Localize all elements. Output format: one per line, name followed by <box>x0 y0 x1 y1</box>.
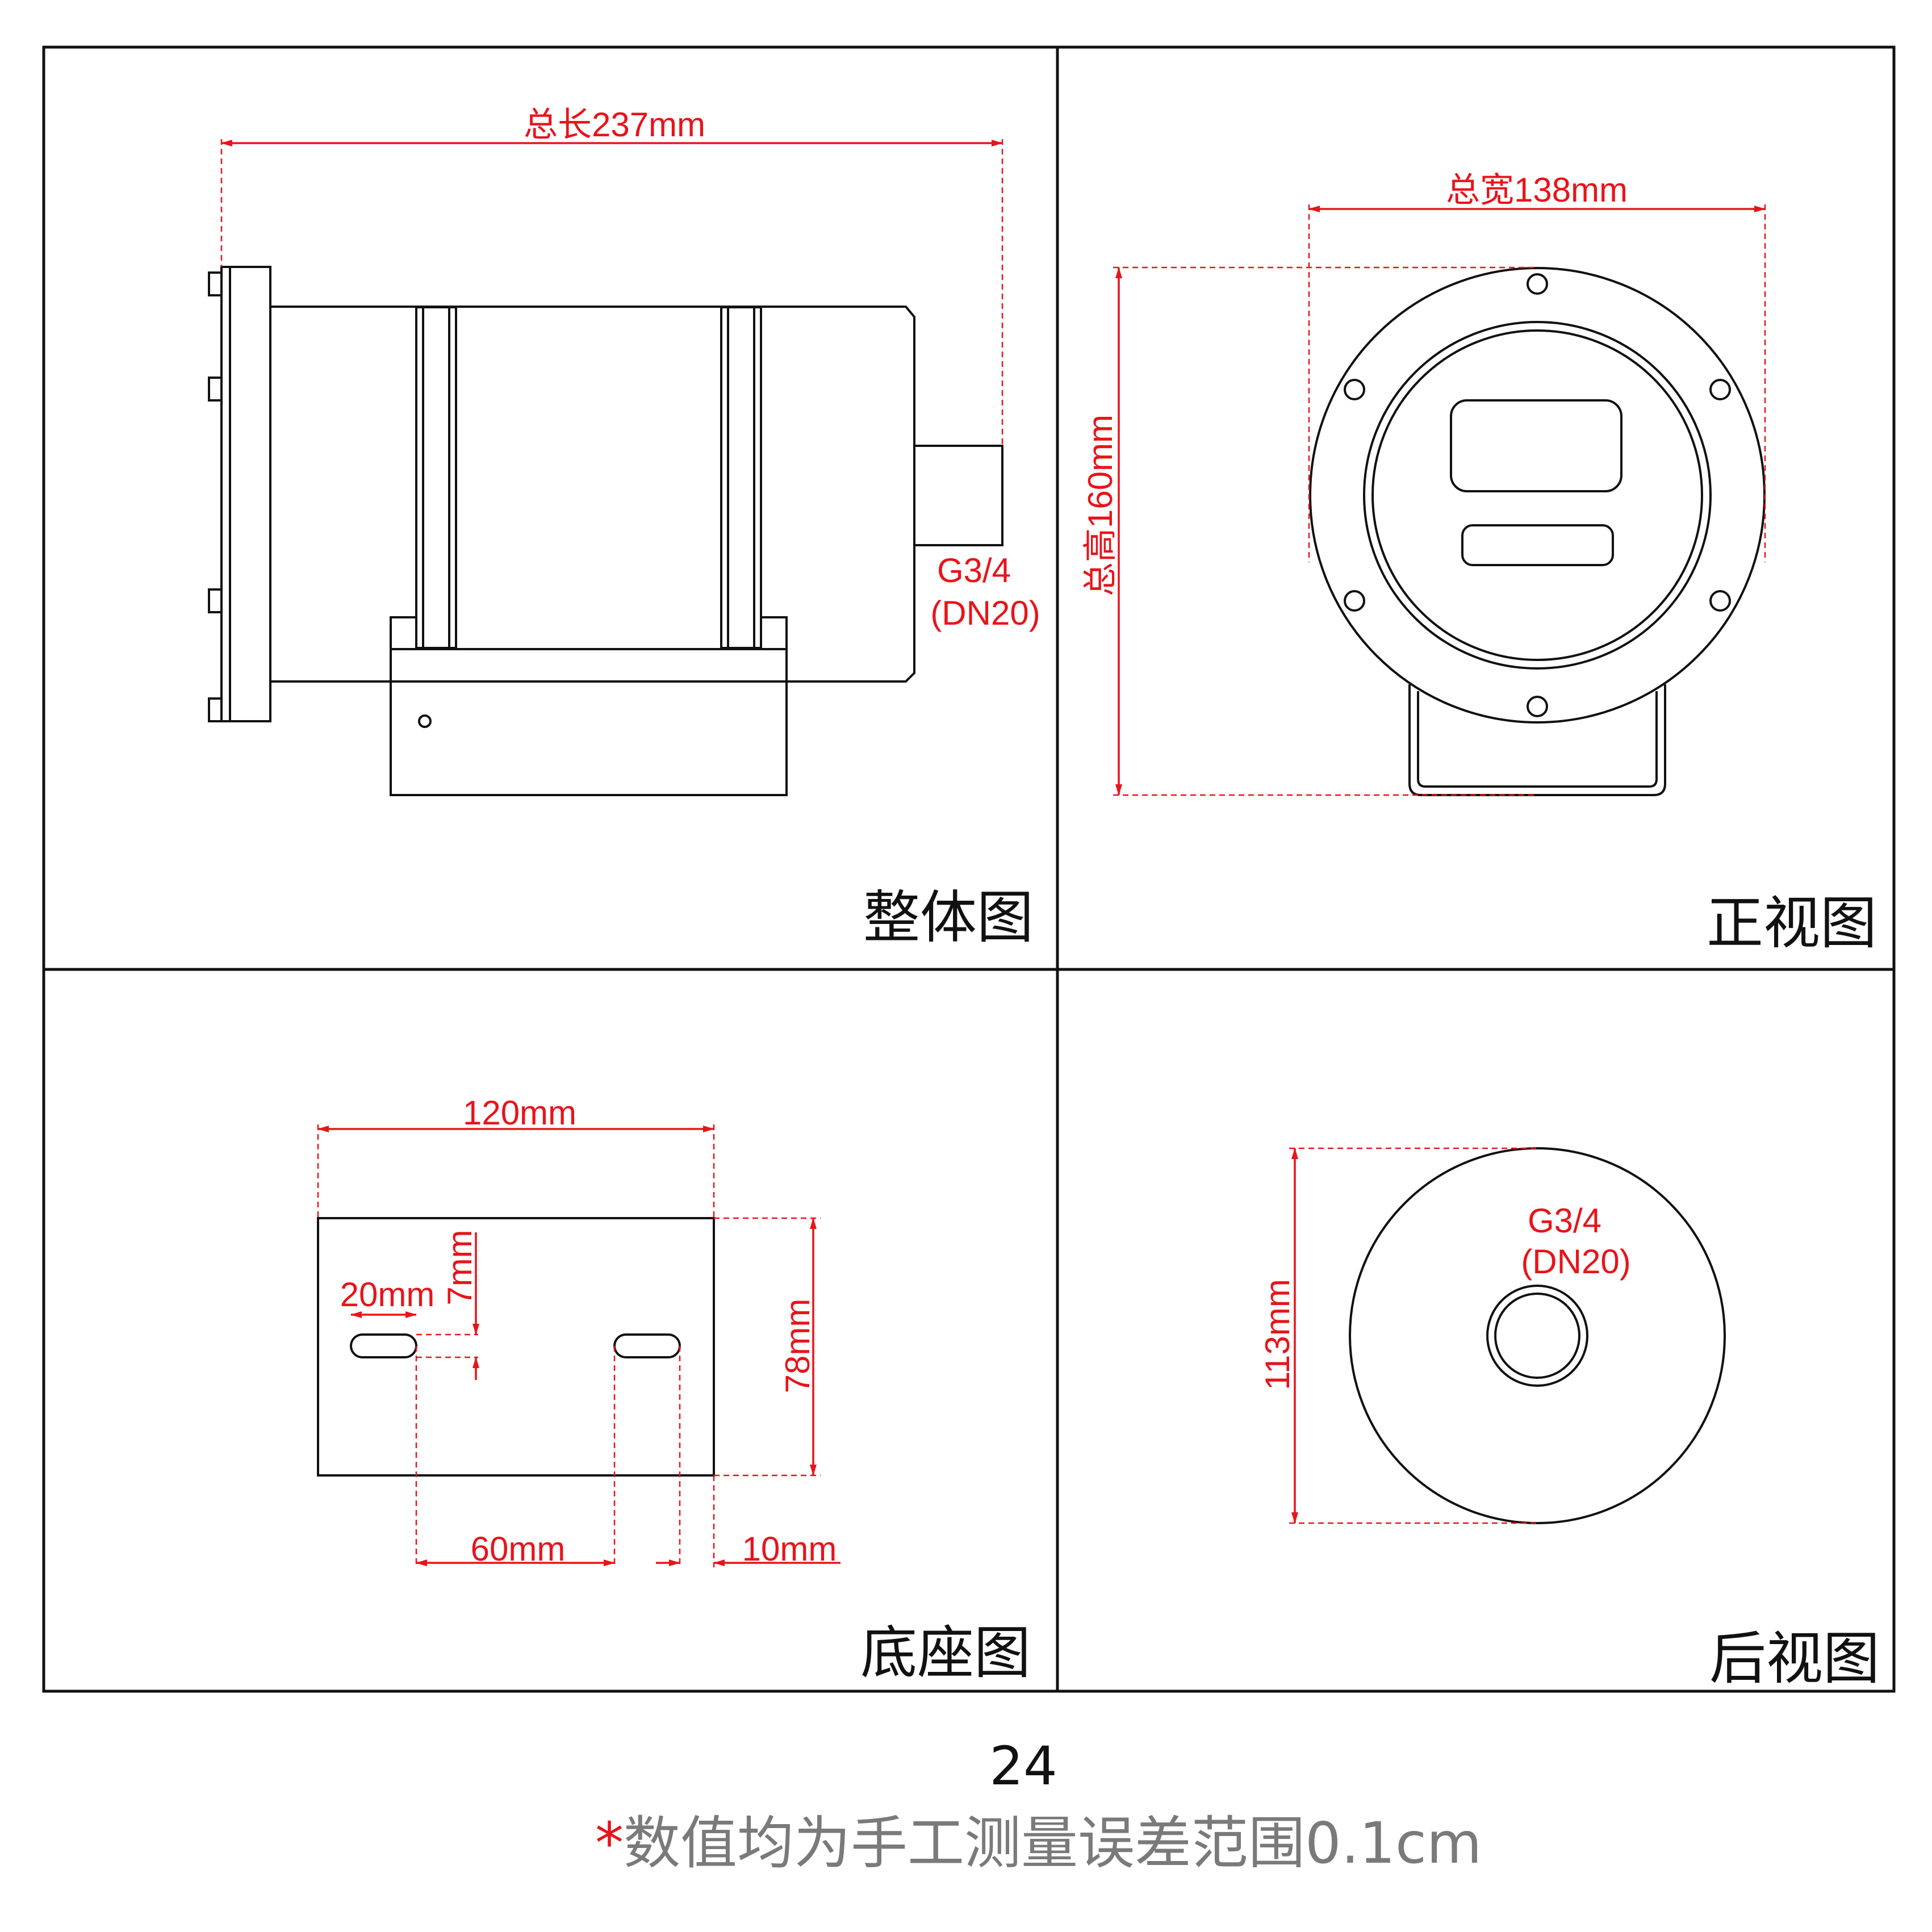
housing-body <box>270 306 915 683</box>
base-height-label: 78mm <box>779 1299 817 1394</box>
base-screw-hole <box>418 714 432 728</box>
flange-bolt <box>208 271 223 296</box>
total-height-label: 总高160mm <box>1081 415 1119 596</box>
total-length-label: 总长237mm <box>524 106 705 144</box>
overall-view-title: 整体图 <box>863 884 1034 951</box>
total-length-dimension: 总长237mm <box>220 106 1003 446</box>
base-plate <box>317 1217 715 1477</box>
flange-bolt <box>208 588 223 613</box>
front-flange <box>220 266 271 722</box>
rear-thread-size-label: G3/4 <box>1528 1202 1601 1240</box>
base-width-label: 120mm <box>463 1094 576 1132</box>
slot-length-label: 20mm <box>340 1276 435 1314</box>
rear-diameter-label: 113mm <box>1258 1279 1297 1390</box>
front-window-ring <box>1363 321 1712 670</box>
rear-nozzle-outer <box>1486 1285 1588 1387</box>
base-width-dimension: 120mm <box>317 1094 715 1218</box>
base-view-panel: 120mm 78mm 20mm 7mm 60mm <box>317 1094 1031 1686</box>
flange-bolt-hole <box>1709 379 1731 400</box>
flange-bolt <box>208 377 223 402</box>
led-window <box>1461 524 1614 566</box>
total-height-dimension: 总高160mm <box>1081 266 1537 796</box>
overall-view-panel: 总长237mm G3/4 (DN20) 整体图 <box>208 106 1040 951</box>
rear-outer-circle <box>1349 1147 1726 1524</box>
flange-bolt-hole <box>1709 590 1731 612</box>
clamp-strap <box>720 306 762 649</box>
slot-length-dimension: 20mm <box>340 1276 435 1318</box>
front-outer-ring <box>1309 267 1766 724</box>
camera-housing-side-drawing <box>208 266 1003 796</box>
mounting-base-drawing <box>317 1217 715 1477</box>
camera-housing-rear-drawing <box>1349 1147 1726 1524</box>
base-height-dimension: 78mm <box>714 1217 821 1477</box>
slot-offset-label: 7mm <box>441 1230 479 1305</box>
front-view-title: 正视图 <box>1707 890 1877 956</box>
flange-bolt-hole <box>1527 273 1548 295</box>
rear-view-panel: 113mm G3/4 (DN20) 后视图 <box>1258 1147 1880 1692</box>
slot-offset-dimension: 7mm <box>416 1230 479 1380</box>
mount-base-block <box>390 648 788 796</box>
measurement-note: *数值均为手工测量误差范围0.1cm <box>595 1810 1482 1876</box>
flange-bolt-hole <box>1344 379 1365 400</box>
camera-housing-front-drawing <box>1309 267 1766 796</box>
base-view-title: 底座图 <box>860 1620 1031 1686</box>
edge-offset-dimension: 10mm <box>656 1346 840 1568</box>
page-number: 24 <box>989 1736 1057 1797</box>
hole-spacing-dimension: 60mm <box>415 1346 616 1568</box>
total-width-label: 总宽138mm <box>1446 171 1628 209</box>
flange-bolt-hole <box>1527 696 1548 717</box>
mounting-slot-right <box>613 1333 681 1358</box>
edge-offset-label: 10mm <box>742 1530 837 1568</box>
total-width-dimension: 总宽138mm <box>1308 171 1766 562</box>
hole-spacing-label: 60mm <box>471 1530 566 1568</box>
rear-cable-nozzle <box>913 445 1003 546</box>
mounting-slot-left <box>350 1333 417 1358</box>
front-view-panel: 总宽138mm 总高160mm 正视图 <box>1081 171 1877 956</box>
lens-window <box>1450 399 1622 492</box>
rear-thread-dn-label: (DN20) <box>1521 1243 1630 1281</box>
rear-view-title: 后视图 <box>1709 1625 1880 1692</box>
thread-size-label: G3/4 <box>937 551 1011 589</box>
rear-nozzle-inner <box>1494 1293 1580 1379</box>
flange-bolt-hole <box>1344 590 1365 612</box>
panel-grid-frame <box>42 45 1896 1693</box>
note-text: 数值均为手工测量误差范围0.1cm <box>624 1810 1482 1876</box>
thread-dn-label: (DN20) <box>930 594 1040 632</box>
rear-diameter-dimension: 113mm <box>1258 1147 1537 1524</box>
flange-bolt <box>208 697 223 722</box>
note-asterisk: * <box>595 1810 624 1876</box>
clamp-strap <box>415 306 457 649</box>
front-mount-bracket <box>1408 684 1666 796</box>
